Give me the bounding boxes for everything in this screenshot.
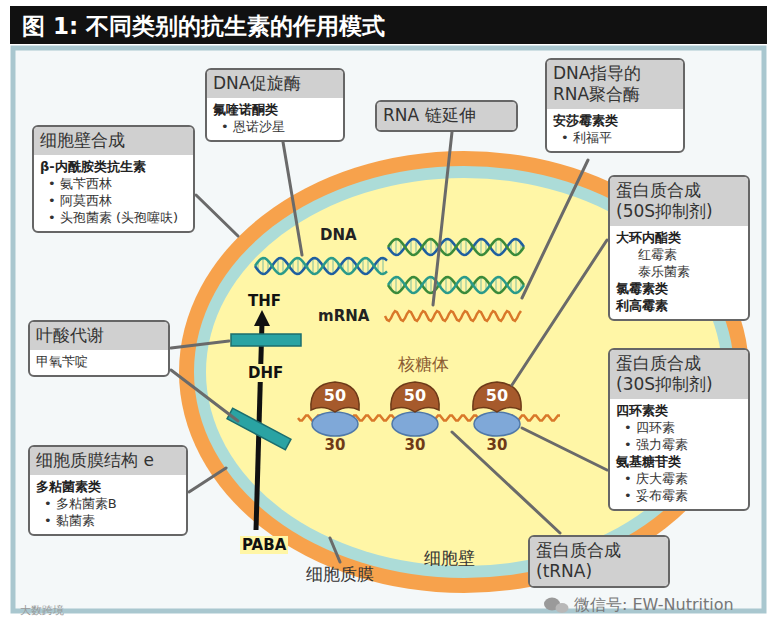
watermark: 大数跨境 — [20, 604, 64, 617]
drug-class: 多粘菌素类 — [36, 478, 180, 495]
ribosome-label: 核糖体 — [398, 354, 449, 374]
part-label: THF — [246, 292, 283, 310]
drug-class: 氟喹诺酮类 — [213, 101, 337, 118]
box-heading: 细胞壁合成 — [34, 127, 193, 155]
drug-name: • 多粘菌素B — [36, 495, 180, 512]
drug-name: 甲氧苄啶 — [36, 353, 162, 370]
region-label: 细胞壁 — [424, 548, 475, 568]
drug-name: • 庆大霉素 — [616, 470, 742, 487]
region-label: 细胞质膜 — [306, 564, 374, 584]
drug-class: 氯霉素类 — [616, 280, 742, 297]
drug-name: • 四环素 — [616, 419, 742, 436]
box-heading: DNA促旋酶 — [207, 70, 343, 98]
ribosome-label: 30 — [487, 436, 508, 454]
part-label: mRNA — [318, 307, 369, 325]
watermark: 微信号: EW-Nutrition — [574, 595, 734, 614]
box-heading: DNA指导的RNA聚合酶 — [547, 60, 683, 109]
drug-name: • 头孢菌素 (头孢噻呋) — [40, 209, 187, 226]
callout-box: DNA促旋酶氟喹诺酮类• 恩诺沙星 — [205, 68, 345, 142]
drug-name: • 利福平 — [553, 129, 677, 146]
callout-box: DNA指导的RNA聚合酶安莎霉素类• 利福平 — [545, 58, 685, 153]
callout-box: 蛋白质合成 (tRNA) — [528, 535, 670, 588]
box-heading: 蛋白质合成 (30S抑制剂) — [610, 350, 748, 399]
drug-class: 安莎霉素类 — [553, 112, 677, 129]
box-body: 大环内酯类红霉素泰乐菌素氯霉素类利高霉素 — [610, 226, 748, 319]
panel — [13, 48, 764, 611]
callout-box: 蛋白质合成 (50S抑制剂)大环内酯类红霉素泰乐菌素氯霉素类利高霉素 — [608, 175, 750, 321]
drug-name: • 恩诺沙星 — [213, 118, 337, 135]
box-body: 多粘菌素类• 多粘菌素B• 黏菌素 — [30, 475, 186, 534]
callout-box: 蛋白质合成 (30S抑制剂)四环素类• 四环素• 强力霉素氨基糖苷类• 庆大霉素… — [608, 348, 750, 511]
drug-class: 四环素类 — [616, 402, 742, 419]
box-heading: 细胞质膜结构 e — [30, 447, 186, 475]
box-heading: 蛋白质合成 (50S抑制剂) — [610, 177, 748, 226]
wechat-icon — [544, 598, 569, 614]
ribosome-label: 30 — [325, 436, 346, 454]
callout-box: RNA 链延伸 — [375, 100, 518, 132]
box-body: β-内酰胺类抗生素• 氨苄西林• 阿莫西林• 头孢菌素 (头孢噻呋) — [34, 155, 193, 231]
drug-name: • 强力霉素 — [616, 436, 742, 453]
title-bar: 图 1: 不同类别的抗生素的作用模式 — [10, 6, 767, 44]
box-body: 四环素类• 四环素• 强力霉素氨基糖苷类• 庆大霉素• 妥布霉素 — [610, 399, 748, 509]
drug-name: • 氨苄西林 — [40, 175, 187, 192]
part-label: DNA — [320, 226, 357, 244]
drug-class: 氨基糖苷类 — [616, 453, 742, 470]
drug-name: 红霉素 — [616, 246, 742, 263]
ribosome-label: 50 — [486, 386, 508, 405]
part-label: PABA — [240, 536, 288, 554]
leader-lines — [171, 132, 607, 562]
box-body: 安莎霉素类• 利福平 — [547, 109, 683, 151]
title: 图 1: 不同类别的抗生素的作用模式 — [22, 11, 385, 42]
drug-name: • 阿莫西林 — [40, 192, 187, 209]
box-heading: 蛋白质合成 (tRNA) — [530, 537, 668, 586]
callout-box: 叶酸代谢甲氧苄啶 — [28, 320, 170, 377]
box-heading: 叶酸代谢 — [30, 322, 168, 350]
drug-class: β-内酰胺类抗生素 — [40, 158, 187, 175]
drug-name: • 妥布霉素 — [616, 487, 742, 504]
ribosome-label: 50 — [324, 386, 346, 405]
part-label: DHF — [246, 364, 285, 382]
dna-helix — [255, 239, 560, 421]
box-body: 甲氧苄啶 — [30, 350, 168, 375]
ribosomes — [311, 382, 521, 436]
ribosome-label: 30 — [405, 436, 426, 454]
box-body: 氟喹诺酮类• 恩诺沙星 — [207, 98, 343, 140]
callout-box: 细胞质膜结构 e多粘菌素类• 多粘菌素B• 黏菌素 — [28, 445, 188, 536]
drug-class: 利高霉素 — [616, 297, 742, 314]
drug-class: 大环内酯类 — [616, 229, 742, 246]
drug-name: 泰乐菌素 — [616, 263, 742, 280]
ribosome-label: 50 — [404, 386, 426, 405]
box-heading: RNA 链延伸 — [377, 102, 516, 130]
callout-box: 细胞壁合成β-内酰胺类抗生素• 氨苄西林• 阿莫西林• 头孢菌素 (头孢噻呋) — [32, 125, 195, 233]
drug-name: • 黏菌素 — [36, 512, 180, 529]
cell-wall — [179, 151, 749, 593]
